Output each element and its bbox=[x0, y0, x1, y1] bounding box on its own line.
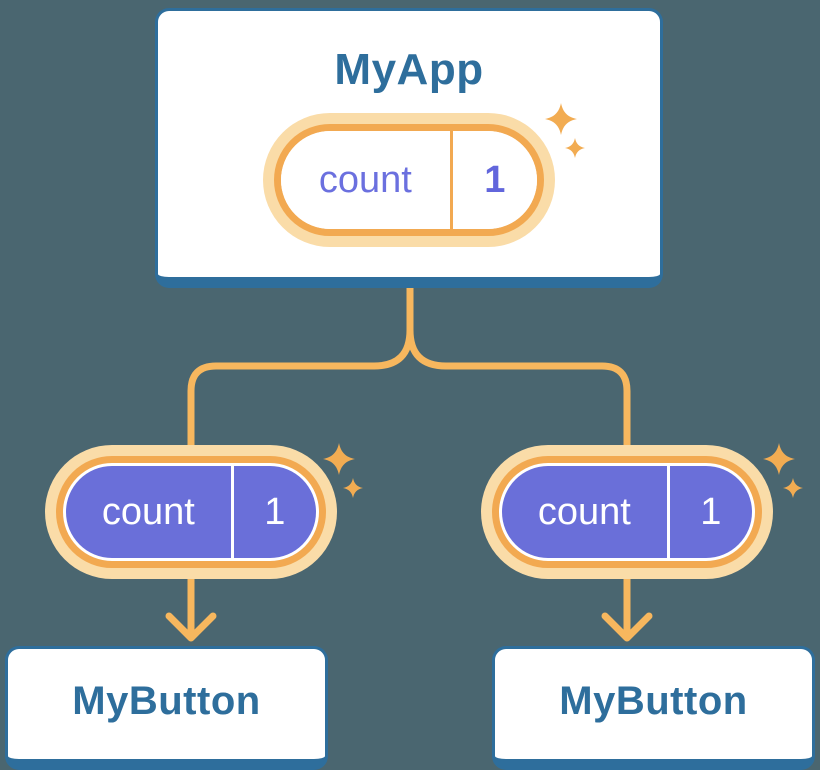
sparkle-icon bbox=[323, 443, 363, 498]
child-component-card-left: MyButton bbox=[5, 646, 328, 770]
prop-pill-body: count 1 bbox=[66, 466, 316, 558]
arrow-down-icon bbox=[601, 612, 653, 642]
prop-pill-body: count 1 bbox=[502, 466, 752, 558]
state-value: 1 bbox=[484, 158, 506, 201]
prop-name: count bbox=[537, 490, 631, 533]
state-pill-root: count 1 bbox=[274, 124, 544, 236]
pill-divider bbox=[449, 131, 453, 229]
child-component-card-right: MyButton bbox=[492, 646, 815, 770]
state-name: count bbox=[318, 158, 412, 201]
prop-pill-left: count 1 bbox=[56, 456, 326, 568]
component-title: MyButton bbox=[72, 678, 261, 723]
sparkle-icon bbox=[763, 443, 803, 498]
sparkle-icon bbox=[545, 103, 585, 158]
pill-divider bbox=[230, 466, 234, 558]
arrow-down-icon bbox=[165, 612, 217, 642]
state-pill-body: count 1 bbox=[281, 131, 537, 229]
prop-pill-right: count 1 bbox=[492, 456, 762, 568]
prop-name: count bbox=[101, 490, 195, 533]
component-title: MyButton bbox=[559, 678, 748, 723]
prop-value: 1 bbox=[700, 490, 722, 533]
pill-divider bbox=[666, 466, 670, 558]
prop-value: 1 bbox=[264, 490, 286, 533]
component-title: MyApp bbox=[334, 45, 484, 94]
branch-line-right bbox=[406, 284, 631, 635]
